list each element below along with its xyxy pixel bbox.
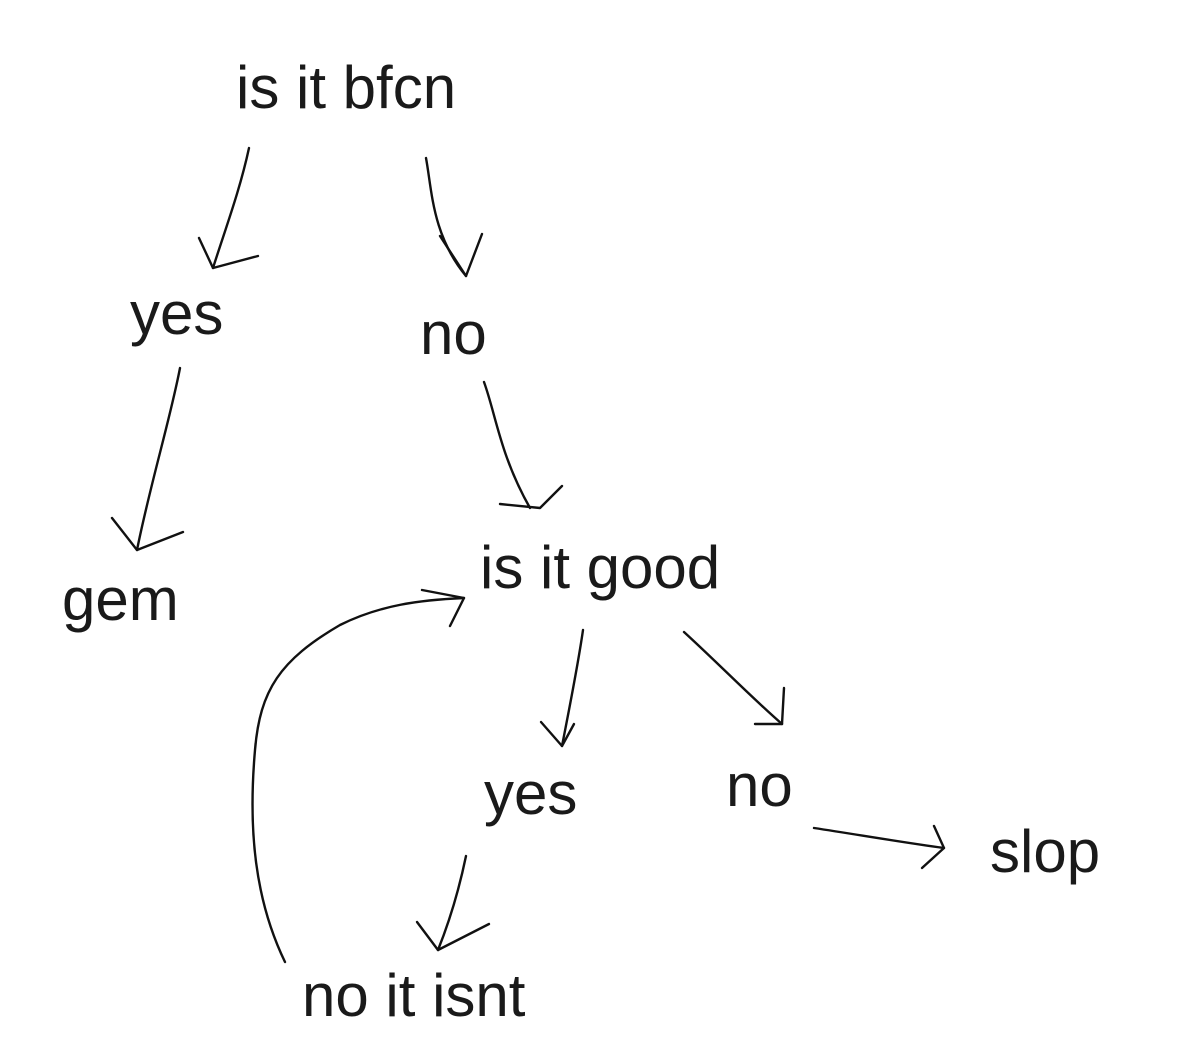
arrow-yes-to-no-it-isnt [415, 854, 491, 952]
answer-no-bfcn: no [420, 300, 487, 367]
arrow-good-to-yes [539, 628, 585, 748]
answer-yes-bfcn: yes [130, 280, 224, 347]
question-is-it-bfcn: is it bfcn [236, 54, 457, 121]
arrow-bfcn-to-yes [197, 146, 260, 270]
arrow-good-to-no [682, 630, 786, 726]
loop-no-it-isnt: no it isnt [302, 962, 526, 1029]
arrow-no-to-good [482, 380, 564, 510]
question-is-it-good: is it good [480, 534, 721, 601]
arrow-yes-to-gem [110, 366, 185, 552]
answer-yes-good: yes [484, 760, 578, 827]
answer-no-good: no [726, 752, 793, 819]
arrow-no-to-slop [812, 824, 946, 870]
result-gem: gem [62, 566, 179, 633]
result-slop: slop [990, 818, 1101, 885]
arrow-loop-back-to-good [251, 588, 466, 964]
arrow-bfcn-to-no [424, 156, 484, 278]
